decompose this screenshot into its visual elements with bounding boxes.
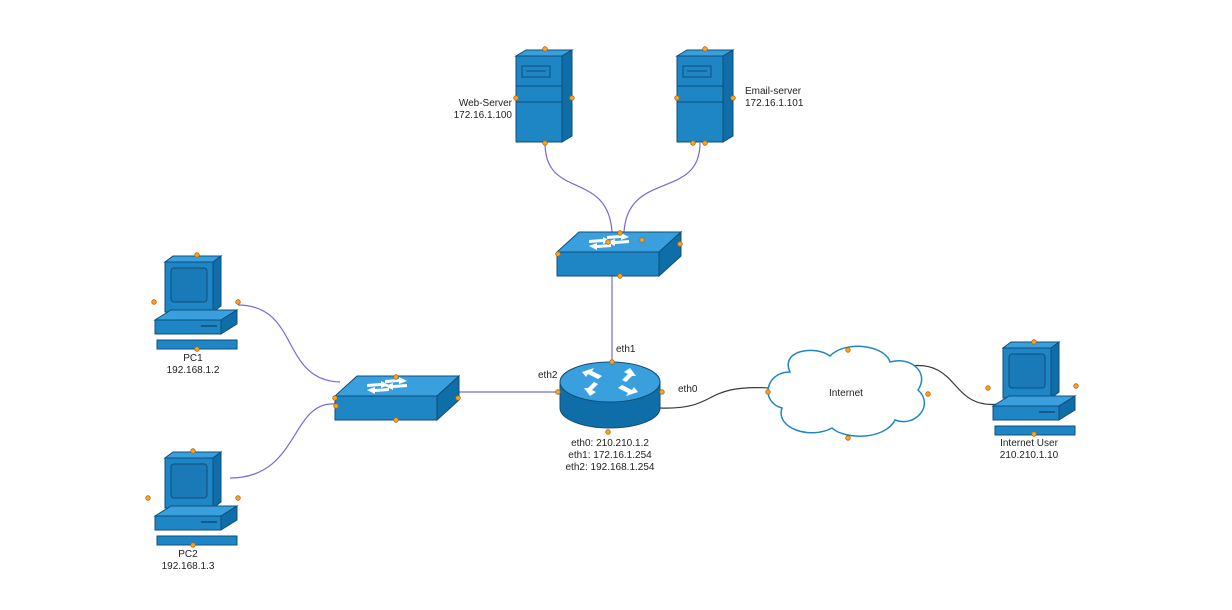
internet-user-ip: 210.210.1.10: [1000, 450, 1059, 461]
link-webserver-switch[interactable]: [544, 142, 613, 233]
link-pc2-lanswitch[interactable]: [229, 403, 337, 479]
lan-switch[interactable]: [332, 374, 461, 423]
router-interface-eth2: eth2: 192.168.1.254: [566, 462, 655, 473]
link-emailserver-switch[interactable]: [623, 142, 701, 233]
internet-cloud[interactable]: Internet: [765, 345, 931, 441]
link-router-internet[interactable]: [659, 386, 771, 409]
cloud-icon: [767, 345, 926, 437]
pc-icon: [154, 255, 238, 350]
internet-user-name: Internet User: [1000, 438, 1058, 449]
email-server-ip: 172.16.1.101: [745, 98, 804, 109]
web-server-name: Web-Server: [459, 98, 513, 109]
pc-icon: [992, 341, 1076, 436]
email-server[interactable]: Email-server 172.16.1.101: [674, 46, 804, 146]
pc-icon: [154, 451, 238, 546]
pc2-ip: 192.168.1.3: [162, 561, 215, 572]
router-eth1-label: eth1: [616, 344, 636, 355]
link-internet-user[interactable]: [909, 364, 1001, 406]
switch-icon: [334, 375, 460, 421]
web-server[interactable]: Web-Server 172.16.1.100: [454, 46, 575, 146]
pc1-ip: 192.168.1.2: [167, 365, 220, 376]
router-icon: [559, 361, 661, 429]
server-icon: [515, 49, 573, 143]
router-eth0-label: eth0: [678, 384, 698, 395]
pc2[interactable]: PC2 192.168.1.3: [145, 448, 241, 572]
link-pc1-lanswitch[interactable]: [237, 304, 341, 383]
email-server-name: Email-server: [745, 86, 802, 97]
pc2-name: PC2: [178, 549, 198, 560]
router[interactable]: eth1 eth2 eth0 eth0: 210.210.1.2 eth1: 1…: [538, 344, 698, 473]
dmz-switch[interactable]: [555, 230, 683, 279]
web-server-ip: 172.16.1.100: [454, 110, 513, 121]
router-interface-eth1: eth1: 172.16.1.254: [568, 450, 652, 461]
internet-user[interactable]: Internet User 210.210.1.10: [985, 339, 1079, 461]
router-interface-eth0: eth0: 210.210.1.2: [571, 438, 649, 449]
router-eth2-label: eth2: [538, 370, 558, 381]
pc1-name: PC1: [183, 353, 203, 364]
server-icon: [676, 49, 734, 143]
pc1[interactable]: PC1 192.168.1.2: [151, 252, 241, 376]
switch-icon: [556, 231, 682, 277]
internet-label: Internet: [829, 388, 863, 399]
